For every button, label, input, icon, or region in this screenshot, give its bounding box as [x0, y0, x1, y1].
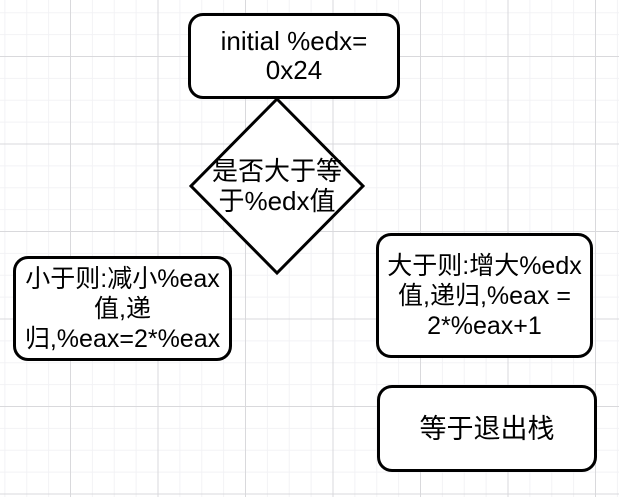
node-less-than-branch[interactable]: 小于则:减小%eax 值,递 归,%eax=2*%eax [13, 256, 232, 361]
node-equal-exit-stack[interactable]: 等于退出栈 [377, 385, 597, 472]
node-initial-edx[interactable]: initial %edx= 0x24 [188, 13, 400, 99]
node-label: initial %edx= 0x24 [220, 26, 368, 85]
node-label: 是否大于等 于%edx值 [211, 156, 342, 216]
node-label: 等于退出栈 [419, 413, 555, 444]
node-greater-than-branch[interactable]: 大于则:增大%edx 值,递归,%eax = 2*%eax+1 [376, 233, 593, 358]
node-label: 小于则:减小%eax 值,递 归,%eax=2*%eax [24, 264, 221, 353]
diamond-shape [188, 96, 366, 276]
node-label: 大于则:增大%edx 值,递归,%eax = 2*%eax+1 [387, 251, 582, 340]
node-decision-diamond[interactable]: 是否大于等 于%edx值 [188, 96, 366, 276]
